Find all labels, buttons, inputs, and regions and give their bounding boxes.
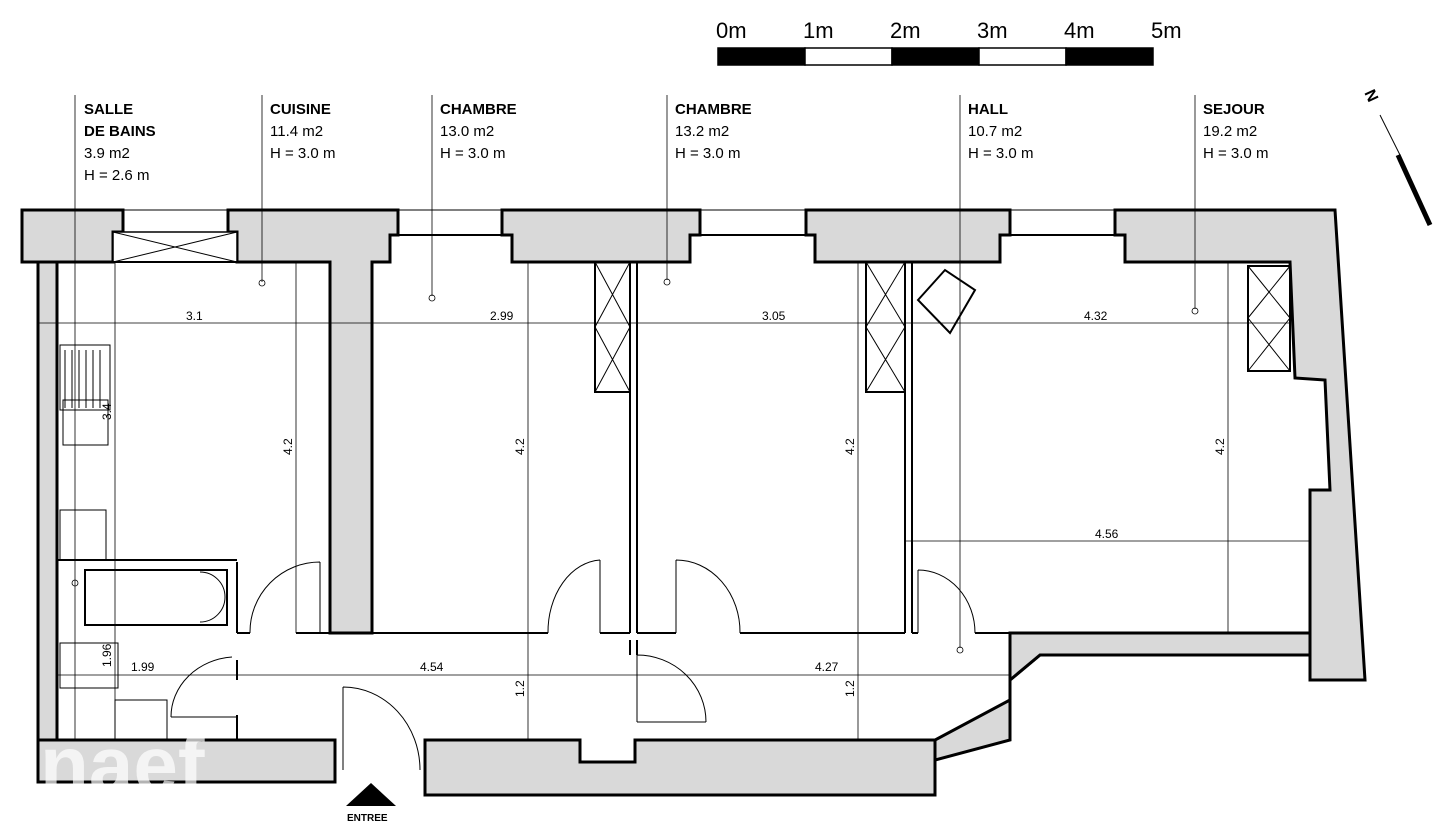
scale-label-5: 5m xyxy=(1151,18,1182,43)
room-area: 19.2 m2 xyxy=(1203,123,1257,140)
bathtub xyxy=(84,569,228,626)
room-area: 13.0 m2 xyxy=(440,123,494,140)
dim-bath-width: 1.99 xyxy=(131,660,155,674)
room-height: H = 3.0 m xyxy=(675,145,740,162)
scale-label-2: 2m xyxy=(890,18,921,43)
north-label: N xyxy=(1361,87,1381,105)
dim-room2-depth: 4.2 xyxy=(843,438,857,455)
room-height: H = 3.0 m xyxy=(270,145,335,162)
room-name: HALL xyxy=(968,101,1008,118)
scale-label-1: 1m xyxy=(803,18,834,43)
walls xyxy=(20,208,1367,797)
room-area: 11.4 m2 xyxy=(270,123,323,140)
room-name: SEJOUR xyxy=(1203,101,1265,118)
room-label-hall: HALL 10.7 m2 H = 3.0 m xyxy=(968,101,1033,162)
doors[interactable] xyxy=(170,559,976,771)
dim-sejour-depth: 4.2 xyxy=(1213,438,1227,455)
room-name: CUISINE xyxy=(270,101,331,118)
room-name: CHAMBRE xyxy=(440,101,517,118)
room-area: 13.2 m2 xyxy=(675,123,729,140)
room-height: H = 3.0 m xyxy=(1203,145,1268,162)
dim-corridor-depth-1: 1.2 xyxy=(513,680,527,697)
dimension-labels: 3.1 2.99 3.05 4.32 4.56 4.2 4.2 4.2 4.2 … xyxy=(100,309,1227,697)
room-height: H = 3.0 m xyxy=(968,145,1033,162)
dim-sejour-width: 4.32 xyxy=(1084,309,1108,323)
room-name: DE BAINS xyxy=(84,123,156,140)
room-area: 3.9 m2 xyxy=(84,145,130,162)
dim-corridor-right: 4.27 xyxy=(815,660,839,674)
dim-room2-width: 3.05 xyxy=(762,309,786,323)
dim-corridor-left: 4.54 xyxy=(420,660,444,674)
dim-bath-small: 1.96 xyxy=(100,643,114,667)
room-name: CHAMBRE xyxy=(675,101,752,118)
scale-label-4: 4m xyxy=(1064,18,1095,43)
fixtures xyxy=(59,344,228,741)
dim-kitchen-width: 3.1 xyxy=(186,309,203,323)
room-label-sejour: SEJOUR 19.2 m2 H = 3.0 m xyxy=(1203,101,1268,162)
dim-bath-length: 3.4 xyxy=(100,403,114,420)
scale-label-0: 0m xyxy=(716,18,747,43)
room-height: H = 2.6 m xyxy=(84,167,149,184)
entrance-label: ENTREE xyxy=(347,813,388,824)
room-label-chambre-1: CHAMBRE 13.0 m2 H = 3.0 m xyxy=(440,101,517,162)
dim-sejour-lower-width: 4.56 xyxy=(1095,527,1119,541)
watermark-logo: naef xyxy=(40,720,205,809)
scale-label-3: 3m xyxy=(977,18,1008,43)
dim-room1-depth: 4.2 xyxy=(513,438,527,455)
room-name: SALLE xyxy=(84,101,133,118)
dimension-lines xyxy=(38,262,1310,740)
scale-bar: 0m 1m 2m 3m 4m 5m xyxy=(716,18,1182,66)
entrance-marker: ENTREE xyxy=(346,783,396,824)
room-height: H = 3.0 m xyxy=(440,145,505,162)
room-label-cuisine: CUISINE 11.4 m2 H = 3.0 m xyxy=(270,101,335,162)
dim-kitchen-depth: 4.2 xyxy=(281,438,295,455)
dim-room1-width: 2.99 xyxy=(490,309,514,323)
room-label-chambre-2: CHAMBRE 13.2 m2 H = 3.0 m xyxy=(675,101,752,162)
room-area: 10.7 m2 xyxy=(968,123,1022,140)
entrance-arrow-icon xyxy=(346,783,396,806)
leader-lines xyxy=(71,95,1199,740)
toilet xyxy=(59,642,119,689)
north-arrow-icon: N xyxy=(1361,87,1433,227)
dim-corridor-depth-2: 1.2 xyxy=(843,680,857,697)
room-label-salle-de-bains: SALLE DE BAINS 3.9 m2 H = 2.6 m xyxy=(84,101,156,184)
